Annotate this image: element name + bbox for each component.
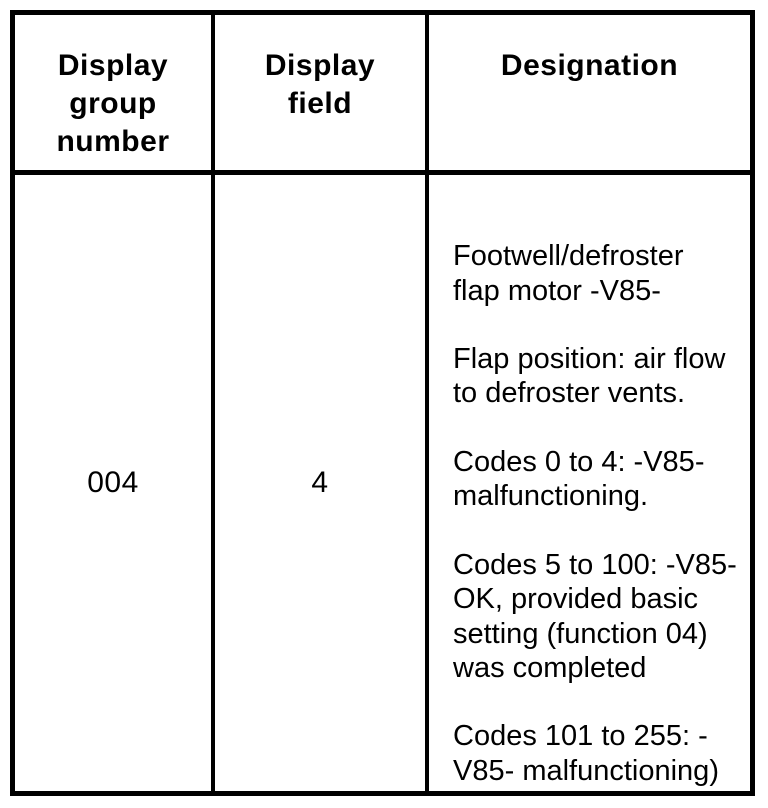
cell-designation: Footwell/defroster flap motor -V85- Flap…	[429, 175, 750, 791]
header-display-group-number-label: Display group number	[56, 49, 170, 158]
display-group-table: Display group number Display field Desig…	[10, 10, 755, 796]
header-display-field-label: Display field	[264, 49, 376, 120]
display-field-value: 4	[311, 466, 329, 499]
header-display-group-number: Display group number	[15, 15, 215, 175]
designation-text: Footwell/defroster flap motor -V85- Flap…	[453, 240, 737, 787]
header-display-field: Display field	[215, 15, 429, 175]
cell-display-group-number: 004	[15, 175, 215, 791]
display-group-number-value: 004	[87, 466, 139, 499]
cell-display-field: 4	[215, 175, 429, 791]
header-designation-label: Designation	[500, 49, 679, 82]
header-designation: Designation	[429, 15, 750, 175]
